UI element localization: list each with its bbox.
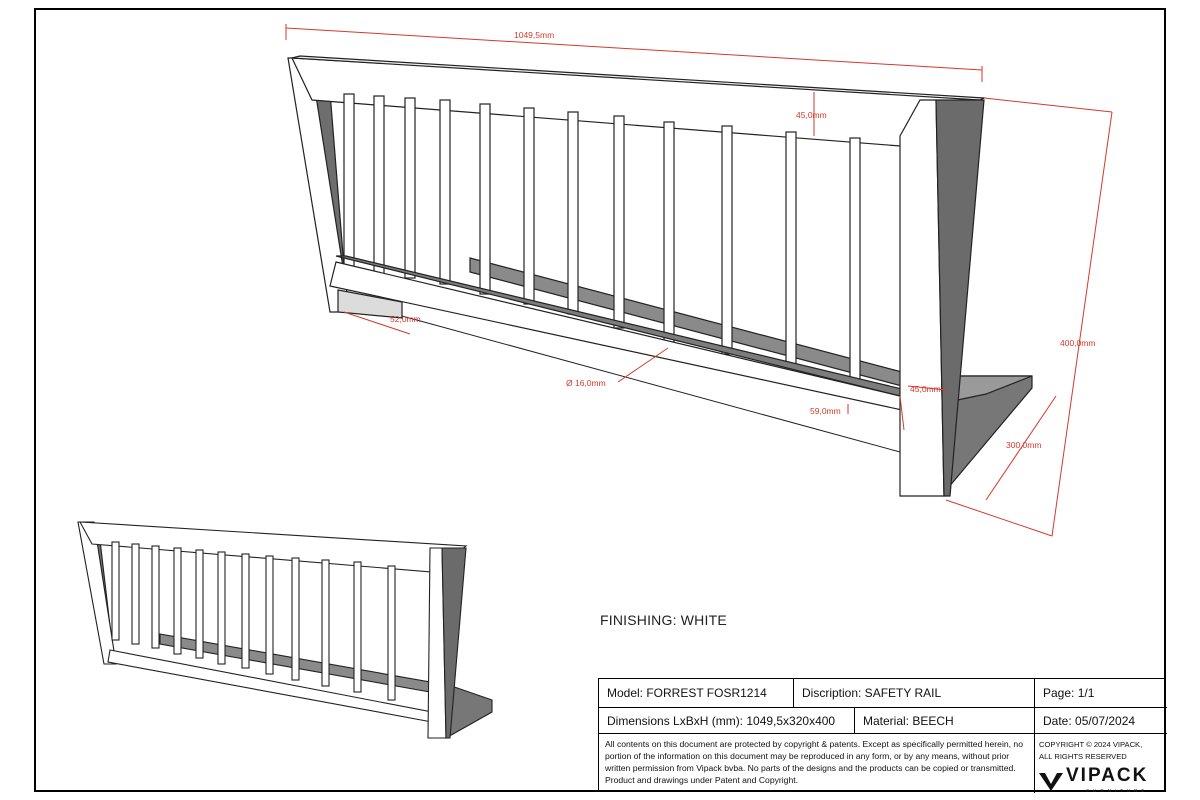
copyright-line-2: ALL RIGHTS RESERVED	[1039, 752, 1127, 761]
dimension-lines	[285, 24, 1113, 537]
baluster	[373, 95, 385, 275]
dim-overall-length: 1049,5mm	[514, 30, 554, 40]
dim-baluster-diameter: Ø 16,0mm	[566, 378, 606, 388]
finishing-label: FINISHING: WHITE	[600, 612, 727, 628]
dim-top-rail-height: 45,0mm	[796, 110, 827, 120]
date-cell: Date: 05/07/2024	[1035, 708, 1167, 734]
dim-total-height: 400,0mm	[1060, 338, 1095, 348]
dimension-labels: 1049,5mm 45,0mm 400,0mm 52,0mm Ø 16,0mm …	[390, 30, 1095, 450]
copyright-cell: COPYRIGHT © 2024 VIPACK, ALL RIGHTS RESE…	[1035, 734, 1167, 793]
dimensions-text: Dimensions LxBxH (mm): 1049,5x320x400	[607, 713, 836, 728]
legal-notice: All contents on this document are protec…	[599, 734, 1035, 793]
model-cell: Model: FORREST FOSR1214	[599, 679, 794, 708]
dimensions-cell: Dimensions LxBxH (mm): 1049,5x320x400	[599, 708, 855, 734]
page-text: Page: 1/1	[1043, 686, 1095, 700]
dim-post-width: 45,0mm	[910, 384, 941, 394]
baluster	[613, 115, 625, 329]
logo-subtitle: FURNITURE	[1086, 788, 1149, 793]
baluster	[663, 121, 675, 343]
vipack-v-icon	[1039, 773, 1063, 791]
small-balusters	[111, 541, 396, 701]
vipack-logo: VIPACK FURNITURE	[1039, 765, 1149, 797]
dim-baluster-spacing: 59,0mm	[810, 406, 841, 416]
dim-bottom-offset: 52,0mm	[390, 314, 421, 324]
baluster	[343, 93, 355, 271]
top-rail-front	[291, 57, 982, 149]
small-right-post-side	[441, 547, 467, 739]
main-isometric-view	[287, 55, 1033, 497]
dim-base-depth: 300,0mm	[1006, 440, 1041, 450]
date-text: Date: 05/07/2024	[1043, 713, 1136, 728]
baluster	[479, 103, 491, 295]
right-post-side	[935, 99, 985, 497]
base-edge-line	[401, 315, 901, 453]
secondary-isometric-view	[77, 521, 493, 739]
right-post-front	[899, 99, 945, 497]
description-cell: Discription: SAFETY RAIL	[794, 679, 1035, 708]
logo-word: VIPACK	[1066, 765, 1149, 786]
legal-text: All contents on this document are protec…	[605, 739, 1023, 785]
material-cell: Material: BEECH	[855, 708, 1035, 734]
baluster	[404, 97, 416, 279]
baluster	[567, 111, 579, 315]
left-foot	[337, 289, 403, 319]
baluster	[523, 107, 535, 305]
model-text: Model: FORREST FOSR1214	[607, 686, 767, 700]
baluster	[721, 125, 733, 355]
description-text: Discription: SAFETY RAIL	[802, 686, 942, 700]
baluster	[439, 99, 451, 285]
material-text: Material: BEECH	[863, 713, 954, 728]
baluster	[785, 131, 797, 369]
baluster	[849, 137, 861, 383]
title-block: Model: FORREST FOSR1214 Discription: SAF…	[598, 678, 1167, 793]
page-cell: Page: 1/1	[1035, 679, 1167, 708]
copyright-line-1: COPYRIGHT © 2024 VIPACK,	[1039, 740, 1143, 749]
